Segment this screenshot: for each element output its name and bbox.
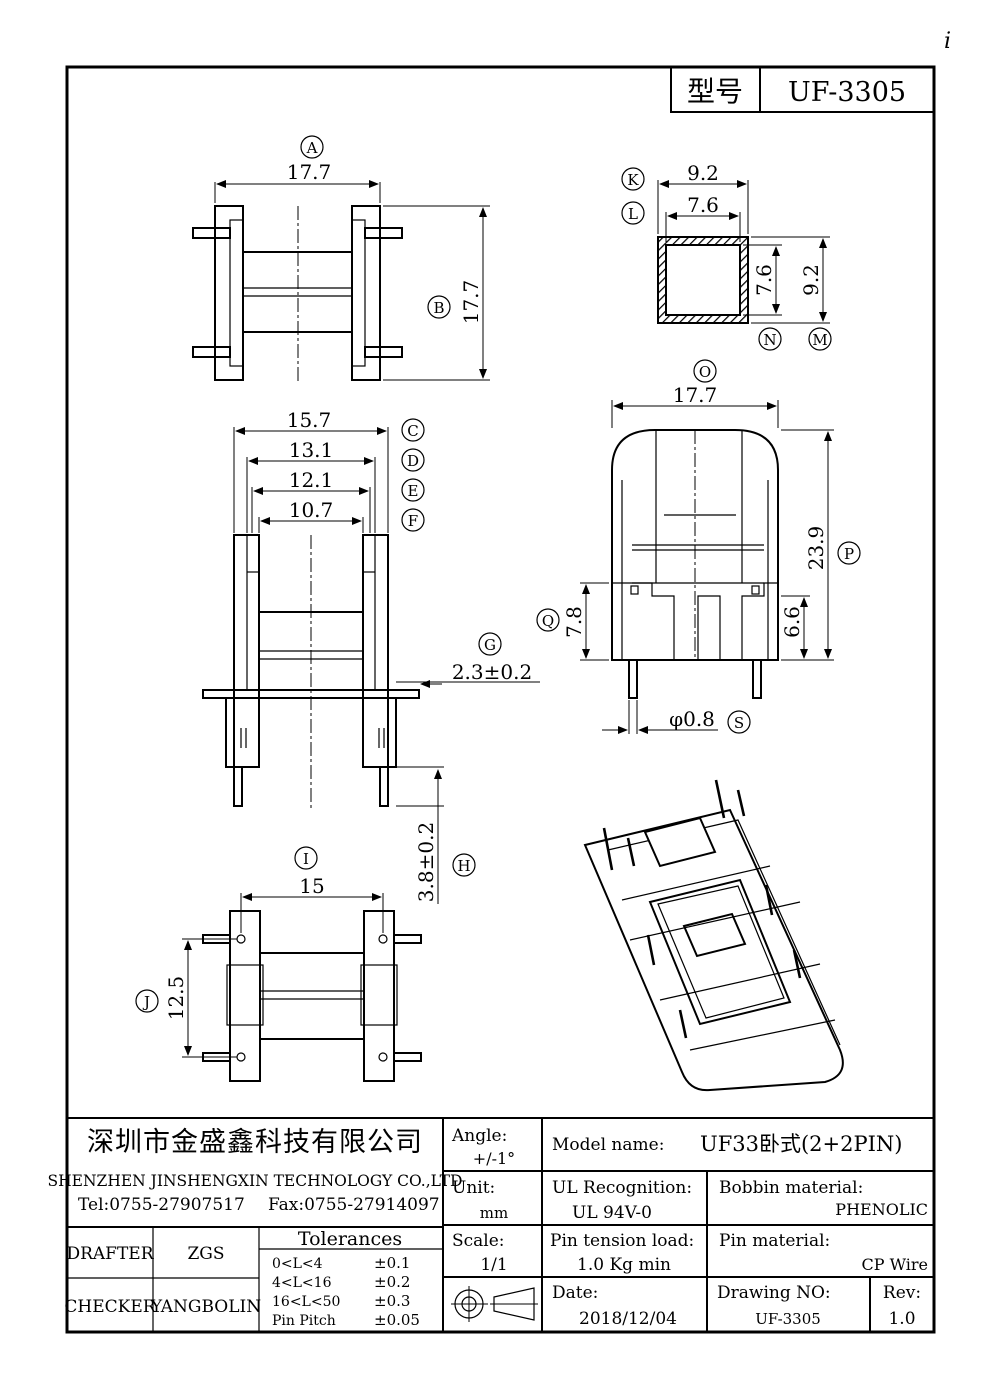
title-block: 深圳市金盛鑫科技有限公司 SHENZHEN JINSHENGXIN TECHNO… xyxy=(48,1117,934,1332)
tolerance-value-4: ±0.05 xyxy=(374,1311,420,1329)
core-section-view: 9.2 K 7.6 L 7.6 N 9.2 M xyxy=(621,161,832,351)
dim-b-tag: B xyxy=(433,299,444,317)
dim-m-value: 9.2 xyxy=(799,264,823,296)
dim-g-tag: G xyxy=(484,636,496,654)
dim-q-tag: Q xyxy=(542,612,554,630)
dim-l-tag: L xyxy=(628,205,638,223)
dim-h-value: 3.8±0.2 xyxy=(414,822,438,902)
bottom-view: 15 I 12.5 J xyxy=(135,846,422,1082)
company-name-cn: 深圳市金盛鑫科技有限公司 xyxy=(87,1127,423,1158)
dim-s-tag: S xyxy=(734,714,744,732)
dim-p-tag: P xyxy=(844,545,854,563)
dim-b-value: 17.7 xyxy=(459,280,483,325)
dim-a-value: 17.7 xyxy=(287,160,332,184)
unit-value: mm xyxy=(480,1204,508,1222)
drawing-no-label: Drawing NO: xyxy=(717,1283,831,1303)
dim-n-tag: N xyxy=(763,331,776,349)
pin-material-label: Pin material: xyxy=(719,1231,830,1251)
model-name-value: UF33卧式(2+2PIN) xyxy=(700,1132,903,1156)
company-fax: Fax:0755-27914097 xyxy=(268,1195,440,1215)
dim-n-value: 7.6 xyxy=(752,264,776,296)
side-view: 17.7 O 23.9 P 6.6 7.8 Q φ0.8 S xyxy=(536,359,861,734)
dim-i-tag: I xyxy=(303,850,309,868)
tolerance-range-1: 0<L<4 xyxy=(272,1256,323,1272)
bobbin-label: Bobbin material: xyxy=(719,1178,863,1198)
dim-d-value: 13.1 xyxy=(289,438,334,462)
model-name-label: Model name: xyxy=(552,1135,664,1155)
pin-tension-value: 1.0 Kg min xyxy=(577,1255,671,1275)
dim-c-value: 15.7 xyxy=(287,408,332,432)
model-label: 型号 xyxy=(687,75,743,108)
checker-name: YANGBOLIN xyxy=(150,1297,261,1317)
dim-q-value: 7.8 xyxy=(562,606,586,638)
unit-label: Unit: xyxy=(452,1178,495,1198)
dim-f-value: 10.7 xyxy=(289,498,334,522)
rev-value: 1.0 xyxy=(888,1309,915,1329)
dim-d-tag: D xyxy=(407,452,419,470)
rev-label: Rev: xyxy=(883,1283,921,1303)
dim-e-tag: E xyxy=(408,482,419,500)
angle-label: Angle: xyxy=(451,1126,507,1146)
top-view: 17.7 A 17.7 B xyxy=(192,135,490,382)
ul-value: UL 94V-0 xyxy=(572,1203,652,1223)
drawing-no-value: UF-3305 xyxy=(755,1310,821,1328)
projection-symbol-icon xyxy=(451,1286,538,1322)
ul-label: UL Recognition: xyxy=(552,1178,692,1198)
company-tel: Tel:0755-27907517 xyxy=(78,1195,245,1215)
dim-m-tag: M xyxy=(812,331,827,349)
drawing-frame xyxy=(65,65,936,1334)
dim-j-value: 12.5 xyxy=(164,976,188,1021)
pin-material-value: CP Wire xyxy=(862,1255,929,1274)
dim-i-value: 15 xyxy=(299,874,324,898)
tolerance-range-4: Pin Pitch xyxy=(272,1313,336,1329)
bobbin-value: PHENOLIC xyxy=(835,1200,928,1219)
dim-k-value: 9.2 xyxy=(687,161,719,185)
company-name-en: SHENZHEN JINSHENGXIN TECHNOLOGY CO.,LTD xyxy=(48,1172,463,1190)
pin-tension-label: Pin tension load: xyxy=(550,1231,694,1251)
tolerance-range-2: 4<L<16 xyxy=(272,1275,332,1291)
drafter-name: ZGS xyxy=(187,1244,224,1264)
dim-e-value: 12.1 xyxy=(289,468,334,492)
tolerance-value-3: ±0.3 xyxy=(374,1292,410,1310)
tolerance-value-2: ±0.2 xyxy=(374,1273,410,1291)
dim-o-tag: O xyxy=(699,363,711,381)
dim-g-value: 2.3±0.2 xyxy=(452,660,532,684)
isometric-view xyxy=(583,779,844,1092)
dim-f-tag: F xyxy=(408,512,418,530)
tolerance-range-3: 16<L<50 xyxy=(272,1294,340,1310)
dim-k-tag: K xyxy=(627,171,639,189)
dim-h-tag: H xyxy=(457,857,470,875)
page-mark: i xyxy=(944,29,951,54)
dim-r-value: 6.6 xyxy=(780,606,804,638)
dim-p-value: 23.9 xyxy=(804,526,828,571)
dim-l-value: 7.6 xyxy=(687,193,719,217)
drafter-label: DRAFTER xyxy=(66,1244,154,1264)
checker-label: CHECKER xyxy=(64,1297,156,1317)
date-value: 2018/12/04 xyxy=(579,1309,677,1329)
tolerances-title: Tolerances xyxy=(298,1228,402,1250)
dim-c-tag: C xyxy=(407,422,418,440)
front-view: 15.7 C 13.1 D 12.1 E 10.7 F 2.3±0.2 G 3. xyxy=(202,408,540,904)
dim-o-value: 17.7 xyxy=(673,383,718,407)
model-header: 型号 UF-3305 xyxy=(670,66,935,113)
tolerance-value-1: ±0.1 xyxy=(374,1254,410,1272)
scale-label: Scale: xyxy=(452,1231,505,1251)
dim-a-tag: A xyxy=(306,139,318,157)
angle-value: +/-1° xyxy=(473,1149,515,1168)
dim-j-tag: J xyxy=(142,993,150,1011)
model-value: UF-3305 xyxy=(788,77,906,108)
date-label: Date: xyxy=(552,1283,598,1303)
scale-value: 1/1 xyxy=(480,1255,507,1275)
dim-s-value: φ0.8 xyxy=(669,707,715,731)
